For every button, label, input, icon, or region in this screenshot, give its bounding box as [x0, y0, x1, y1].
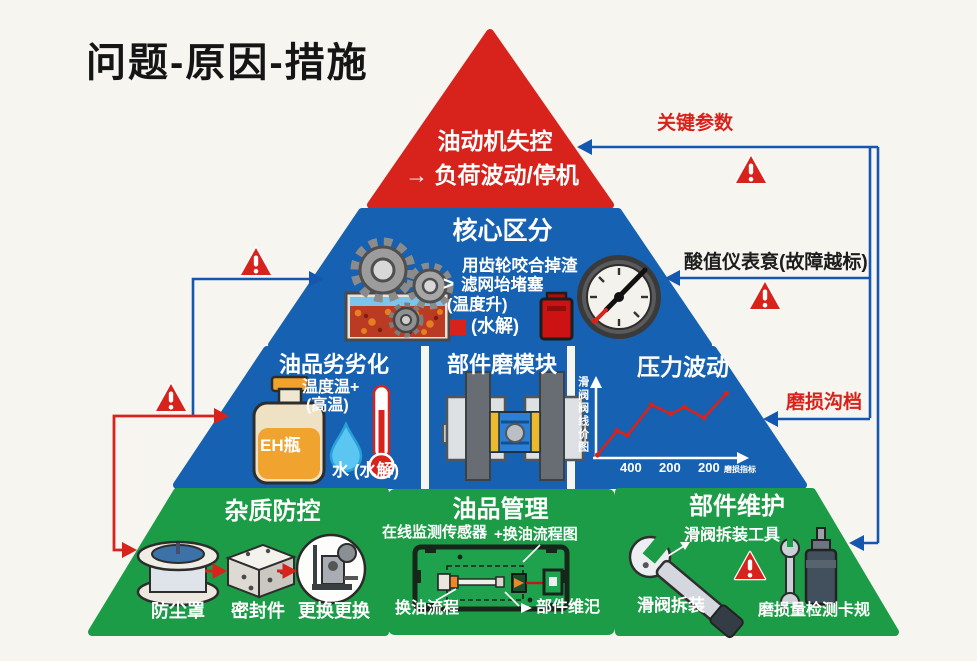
- thermometer-icon: [368, 384, 395, 480]
- greater-than-mark: >: [443, 274, 455, 295]
- pressure-title: 压力波动: [637, 354, 729, 380]
- top-problem-line2: → 负荷波动/停机: [405, 162, 579, 188]
- right-bracket-arrowheads: [577, 139, 864, 551]
- red-square-icon: [450, 319, 466, 335]
- water-drop-icon: [329, 420, 363, 473]
- chart-tick-200a: 200: [659, 460, 681, 475]
- level2-line2: 滤网坮堵塞: [461, 276, 544, 294]
- flow-label: 换油流程: [395, 600, 460, 617]
- chart-y-label: 滑阀阀线价图: [576, 376, 589, 454]
- left-red-arrowheads: [122, 408, 229, 558]
- sensor-board-icon: [412, 544, 570, 612]
- gauge-icon: [577, 255, 661, 339]
- component-maintain-label: 部件维汜: [536, 599, 601, 616]
- wear-groove-annotation: 磨损沟档: [786, 392, 863, 413]
- pressure-chart: [590, 376, 749, 464]
- component-wear-title: 部件磨模块: [446, 352, 557, 377]
- page-title: 问题-原因-措施: [86, 41, 369, 85]
- oil-can-icon: [539, 291, 574, 341]
- bottle-label: EH瓶: [260, 436, 301, 455]
- dust-cover-icon: [136, 540, 220, 607]
- dust-cover-label: 防尘罩: [151, 601, 205, 621]
- warning-icon: [239, 246, 273, 277]
- oil-mgmt-callout-lines: [436, 544, 541, 607]
- left-blue-arrowhead: [309, 271, 324, 287]
- warning-icon: [154, 382, 188, 413]
- oil-degradation-title: 油品劣劣化: [278, 352, 389, 377]
- top-problem-line1: 油动机失控: [437, 128, 553, 154]
- oil-mgmt-title: 油品管理: [452, 496, 549, 523]
- water-label: 水 (水解): [332, 461, 400, 480]
- pressure-trend-points: [594, 390, 730, 458]
- warning-icon: [748, 280, 782, 311]
- maintenance-title: 部件维护: [689, 493, 785, 520]
- chart-x-note: 磨损指标: [724, 465, 756, 474]
- wear-gauge-label: 磨损量检测卡规: [758, 602, 871, 619]
- impurity-title: 杂质防控: [224, 498, 321, 525]
- valve-tool-label: 滑阀拆装工具: [684, 527, 781, 544]
- gear-icon: [350, 237, 454, 338]
- key-params-annotation: 关键参数: [657, 113, 734, 134]
- replace-tool-icon: [295, 533, 367, 605]
- left-red-connector: [112, 414, 222, 552]
- temp-line1: 温度温+: [302, 379, 360, 396]
- small-wrench-icon: [780, 536, 800, 615]
- temp-line2: (高温): [306, 397, 349, 414]
- left-blue-connector: [191, 277, 318, 417]
- replace-label: 更换更换: [298, 601, 370, 621]
- level3-divider-left: [421, 346, 429, 489]
- sensor-label: 在线监测传感器: [382, 524, 488, 541]
- bottle-icon: [252, 375, 326, 485]
- valve-icon: [442, 371, 588, 481]
- level2-title: 核心区分: [452, 217, 553, 245]
- wear-detector-icon: [804, 527, 838, 606]
- level2-line4: (水解): [471, 316, 519, 336]
- wrench-icon: [628, 528, 744, 639]
- level2-line1: 用齿轮咬合掉渣: [462, 257, 578, 275]
- pyramid-top-triangle: [367, 29, 614, 209]
- warning-icon: [734, 154, 768, 185]
- flow-chart-label: +换油流程图: [494, 526, 578, 543]
- chart-tick-400: 400: [620, 460, 642, 475]
- right-bracket-connector: [579, 145, 880, 545]
- level2-line3: (温度升): [447, 296, 508, 314]
- acid-meter-annotation: 酸值仪表袬(故障越标): [684, 252, 868, 273]
- impurity-step-arrows: [205, 563, 298, 579]
- valve-disassembly-label: 滑阀拆装: [637, 596, 705, 615]
- seal-label: 密封件: [231, 601, 285, 621]
- oil-mgmt-arrow: [521, 603, 532, 613]
- wrench-callout-arrow: [667, 542, 690, 557]
- chart-tick-200b: 200: [698, 460, 720, 475]
